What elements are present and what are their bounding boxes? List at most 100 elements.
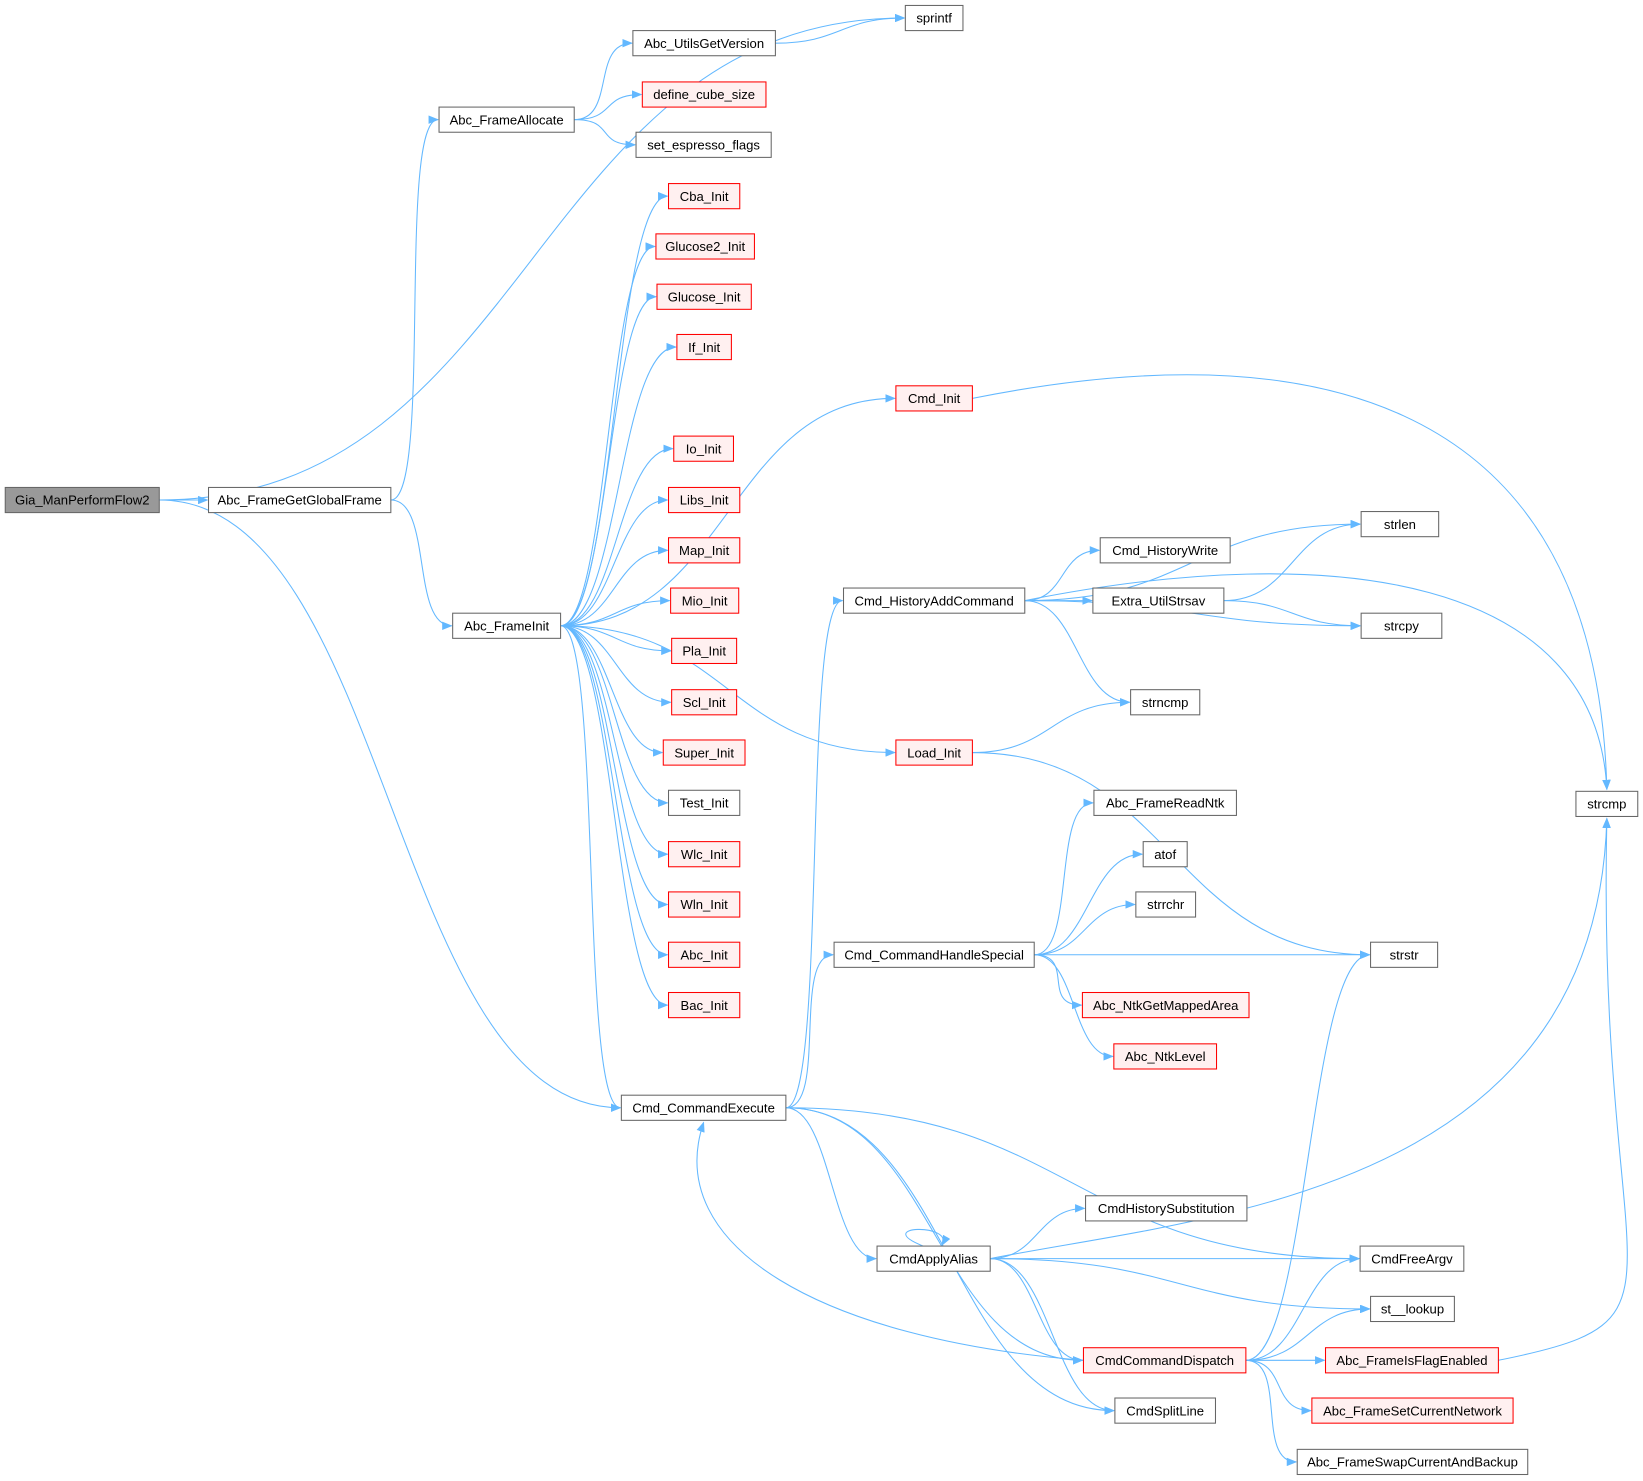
node-abc-frameswapcurrentandbackup[interactable]: Abc_FrameSwapCurrentAndBackup: [1296, 1448, 1529, 1476]
node-abc-framegetglobalframe[interactable]: Abc_FrameGetGlobalFrame: [207, 486, 392, 514]
node-box[interactable]: [1360, 511, 1440, 538]
node-box[interactable]: [1575, 790, 1639, 817]
node-load-init[interactable]: Load_Init: [895, 739, 973, 766]
node-box[interactable]: [842, 587, 1026, 614]
node-box[interactable]: [1082, 1347, 1247, 1374]
node-extra-utilstrsav[interactable]: Extra_UtilStrsav: [1092, 587, 1225, 614]
node-box[interactable]: [667, 841, 741, 868]
node-cmd-init[interactable]: Cmd_Init: [895, 385, 973, 412]
node-glucose-init[interactable]: Glucose_Init: [656, 283, 752, 310]
node-box[interactable]: [673, 435, 735, 462]
node-if-init[interactable]: If_Init: [676, 333, 732, 361]
node-box[interactable]: [833, 941, 1035, 968]
node-box[interactable]: [1081, 991, 1250, 1019]
node-cmd-commandexecute[interactable]: Cmd_CommandExecute: [620, 1094, 787, 1121]
node-cmdfreeargv[interactable]: CmdFreeArgv: [1359, 1245, 1465, 1272]
node-box[interactable]: [655, 233, 755, 260]
node-box[interactable]: [667, 789, 741, 816]
node-cmdapplyalias[interactable]: CmdApplyAlias: [876, 1245, 991, 1272]
node-box[interactable]: [876, 1245, 991, 1272]
node-abc-utilsgetversion[interactable]: Abc_UtilsGetVersion: [632, 30, 776, 57]
node-box[interactable]: [667, 537, 741, 564]
node-box[interactable]: [1092, 587, 1225, 614]
node-abc-init[interactable]: Abc_Init: [667, 941, 741, 968]
node-box[interactable]: [1370, 1295, 1455, 1323]
node-box[interactable]: [1114, 1397, 1217, 1424]
node-abc-frameinit[interactable]: Abc_FrameInit: [452, 612, 562, 639]
node-gia-manperformflow2[interactable]: Gia_ManPerformFlow2: [4, 486, 160, 514]
node-box[interactable]: [662, 739, 746, 766]
node-box[interactable]: [1135, 891, 1197, 918]
node-box[interactable]: [904, 4, 964, 32]
node-sprintf[interactable]: sprintf: [904, 4, 964, 32]
node-box[interactable]: [667, 941, 741, 968]
node-wlc-init[interactable]: Wlc_Init: [667, 841, 741, 868]
node-box[interactable]: [635, 131, 772, 158]
node-cmdsplitline[interactable]: CmdSplitLine: [1114, 1397, 1217, 1424]
node-strcpy[interactable]: strcpy: [1360, 612, 1443, 639]
node-box[interactable]: [1324, 1347, 1499, 1374]
node-box[interactable]: [667, 183, 741, 210]
node-box[interactable]: [1359, 1245, 1465, 1272]
node-box[interactable]: [1099, 537, 1231, 564]
node-box[interactable]: [895, 739, 973, 766]
node-super-init[interactable]: Super_Init: [662, 739, 746, 766]
node-scl-init[interactable]: Scl_Init: [671, 689, 738, 716]
node-st-lookup[interactable]: st__lookup: [1370, 1295, 1455, 1323]
node-box[interactable]: [676, 333, 732, 361]
node-wln-init[interactable]: Wln_Init: [667, 891, 741, 918]
node-mio-init[interactable]: Mio_Init: [670, 587, 740, 614]
node-box[interactable]: [1142, 841, 1188, 868]
node-abc-frameallocate[interactable]: Abc_FrameAllocate: [438, 106, 575, 133]
node-box[interactable]: [1093, 789, 1237, 816]
node-cba-init[interactable]: Cba_Init: [667, 183, 741, 210]
node-io-init[interactable]: Io_Init: [673, 435, 735, 462]
node-box[interactable]: [1360, 612, 1443, 639]
node-box[interactable]: [667, 891, 741, 918]
node-abc-frameisflagenabled[interactable]: Abc_FrameIsFlagEnabled: [1324, 1347, 1499, 1374]
node-box[interactable]: [1085, 1195, 1248, 1222]
node-box[interactable]: [1296, 1448, 1529, 1476]
node-test-init[interactable]: Test_Init: [667, 789, 741, 816]
node-strlen[interactable]: strlen: [1360, 511, 1440, 538]
node-box[interactable]: [895, 385, 973, 412]
node-cmdhistorysubstitution[interactable]: CmdHistorySubstitution: [1085, 1195, 1248, 1222]
node-map-init[interactable]: Map_Init: [667, 537, 741, 564]
node-box[interactable]: [1311, 1397, 1514, 1424]
node-set-espresso-flags[interactable]: set_espresso_flags: [635, 131, 772, 158]
node-box[interactable]: [641, 81, 767, 108]
node-abc-framesetcurrentnetwork[interactable]: Abc_FrameSetCurrentNetwork: [1311, 1397, 1514, 1424]
node-box[interactable]: [620, 1094, 787, 1121]
node-box[interactable]: [1130, 689, 1201, 716]
node-strrchr[interactable]: strrchr: [1135, 891, 1197, 918]
node-libs-init[interactable]: Libs_Init: [667, 486, 741, 514]
node-cmdcommanddispatch[interactable]: CmdCommandDispatch: [1082, 1347, 1247, 1374]
node-glucose2-init[interactable]: Glucose2_Init: [655, 233, 755, 260]
node-box[interactable]: [207, 486, 392, 514]
node-box[interactable]: [670, 587, 740, 614]
node-strstr[interactable]: strstr: [1370, 941, 1439, 968]
node-define-cube-size[interactable]: define_cube_size: [641, 81, 767, 108]
node-atof[interactable]: atof: [1142, 841, 1188, 868]
node-abc-framereadntk[interactable]: Abc_FrameReadNtk: [1093, 789, 1237, 816]
node-box[interactable]: [656, 283, 752, 310]
node-cmd-commandhandlespecial[interactable]: Cmd_CommandHandleSpecial: [833, 941, 1035, 968]
node-box[interactable]: [438, 106, 575, 133]
node-box[interactable]: [671, 637, 738, 665]
node-box[interactable]: [667, 991, 741, 1019]
node-cmd-historyaddcommand[interactable]: Cmd_HistoryAddCommand: [842, 587, 1026, 614]
node-pla-init[interactable]: Pla_Init: [671, 637, 738, 665]
node-box[interactable]: [1370, 941, 1439, 968]
node-box[interactable]: [452, 612, 562, 639]
node-box[interactable]: [632, 30, 776, 57]
node-abc-ntkgetmappedarea[interactable]: Abc_NtkGetMappedArea: [1081, 991, 1250, 1019]
node-strcmp[interactable]: strcmp: [1575, 790, 1639, 817]
node-box[interactable]: [1113, 1043, 1218, 1070]
node-box[interactable]: [667, 486, 741, 514]
node-box[interactable]: [671, 689, 738, 716]
node-strncmp[interactable]: strncmp: [1130, 689, 1201, 716]
node-bac-init[interactable]: Bac_Init: [667, 991, 741, 1019]
node-abc-ntklevel[interactable]: Abc_NtkLevel: [1113, 1043, 1218, 1070]
node-box[interactable]: [4, 486, 160, 514]
node-cmd-historywrite[interactable]: Cmd_HistoryWrite: [1099, 537, 1231, 564]
